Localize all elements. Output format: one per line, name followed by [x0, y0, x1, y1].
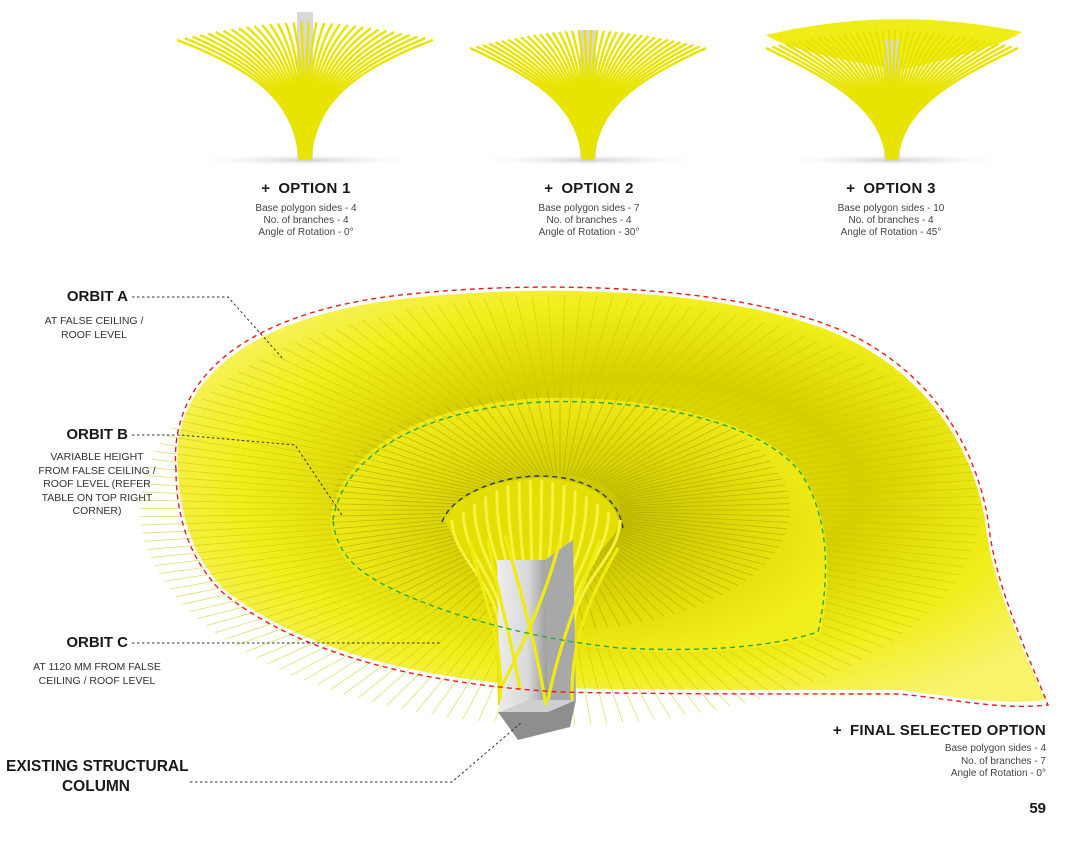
- option-2-render: [469, 29, 709, 166]
- option-1-line-3: Angle of Rotation - 0°: [258, 227, 354, 238]
- column-label: EXISTING STRUCTURAL COLUMN: [6, 758, 189, 796]
- option-1-line-2: No. of branches - 4: [263, 215, 349, 226]
- option-2-line-3: Angle of Rotation - 30°: [538, 227, 640, 238]
- option-1-line-1: Base polygon sides - 4: [255, 203, 357, 214]
- orbit-b-desc: VARIABLE HEIGHT FROM FALSE CEILING / ROO…: [38, 451, 156, 517]
- orbit-b-title: ORBIT B: [66, 426, 128, 443]
- orbit-c-line: [441, 475, 624, 529]
- final-option-caption: + FINAL SELECTED OPTION Base polygon side…: [796, 722, 1046, 781]
- orbit-a-title: ORBIT A: [66, 288, 128, 305]
- option-2-title-text: OPTION 2: [561, 180, 634, 197]
- plus-icon: +: [846, 180, 856, 197]
- orbit-a-line: [174, 286, 1049, 708]
- orbit-a-desc: AT FALSE CEILING / ROOF LEVEL: [44, 315, 144, 341]
- option-1-title-text: OPTION 1: [278, 180, 351, 197]
- option-2-caption: + OPTION 2 Base polygon sides - 7 No. of …: [489, 180, 689, 239]
- final-option-line-1: Base polygon sides - 4: [944, 743, 1046, 754]
- orbit-b-line: [332, 400, 827, 651]
- option-3-title-text: OPTION 3: [863, 180, 936, 197]
- final-option-line-3: Angle of Rotation - 0°: [950, 768, 1046, 779]
- column-label-line-1: EXISTING STRUCTURAL: [6, 758, 189, 775]
- leader-lines: [132, 296, 523, 783]
- option-1-caption: + OPTION 1 Base polygon sides - 4 No. of …: [206, 180, 406, 239]
- option-1-render: [176, 12, 434, 166]
- option-3-line-2: No. of branches - 4: [848, 215, 934, 226]
- plus-icon: +: [261, 180, 271, 197]
- orbit-c-desc: AT 1120 MM FROM FALSE CEILING / ROOF LEV…: [33, 661, 161, 687]
- option-2-line-2: No. of branches - 4: [546, 215, 632, 226]
- option-3-render: [765, 19, 1022, 166]
- page-number: 59: [1029, 800, 1046, 817]
- plus-icon: +: [544, 180, 554, 197]
- option-2-title: + OPTION 2: [489, 180, 689, 197]
- option-3-caption: + OPTION 3 Base polygon sides - 10 No. of…: [791, 180, 991, 239]
- option-2-line-1: Base polygon sides - 7: [538, 203, 640, 214]
- option-3-line-1: Base polygon sides - 10: [837, 203, 945, 214]
- final-option-title-text: FINAL SELECTED OPTION: [849, 722, 1046, 739]
- final-option-title: + FINAL SELECTED OPTION: [796, 722, 1046, 739]
- final-structure-render: [139, 290, 1045, 740]
- plus-icon: +: [832, 722, 842, 739]
- orbit-c-title: ORBIT C: [66, 634, 128, 651]
- column-label-line-2: COLUMN: [61, 778, 131, 795]
- option-1-title: + OPTION 1: [206, 180, 406, 197]
- final-option-line-2: No. of branches - 7: [960, 755, 1046, 767]
- option-3-title: + OPTION 3: [791, 180, 991, 197]
- option-3-line-3: Angle of Rotation - 45°: [840, 227, 942, 238]
